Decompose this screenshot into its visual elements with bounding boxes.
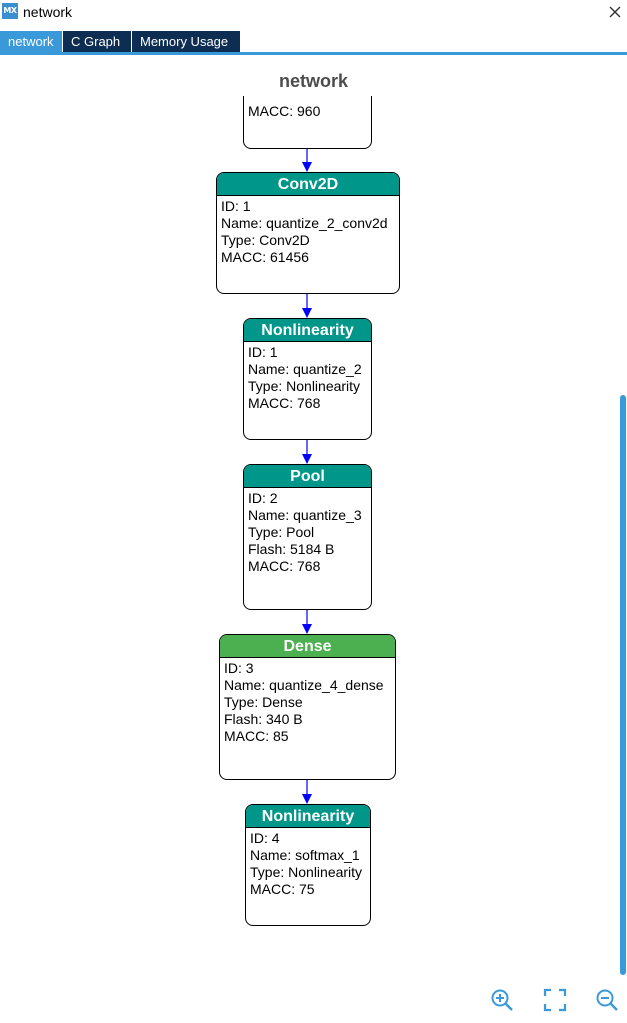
graph-title: network (278, 71, 348, 91)
graph-node-nonlinearity-2[interactable]: Nonlinearity ID: 4 Name: softmax_1 Type:… (245, 804, 371, 926)
node-name: Name: quantize_3 (248, 507, 362, 523)
node-header: Nonlinearity (244, 319, 371, 342)
vertical-scrollbar-thumb[interactable] (620, 395, 626, 975)
graph-node-dense[interactable]: Dense ID: 3 Name: quantize_4_dense Type:… (219, 634, 396, 780)
node-id: ID: 2 (248, 490, 278, 506)
node-details: ID: 2 Name: quantize_3 Type: Pool Flash:… (244, 488, 371, 577)
tab-bar: network C Graph Memory Usage (0, 31, 627, 53)
tab-c-graph[interactable]: C Graph (63, 31, 131, 52)
node-id: ID: 4 (250, 830, 280, 846)
node-name: Name: softmax_1 (250, 847, 360, 863)
node-header: Dense (220, 635, 395, 658)
node-header: Conv2D (217, 173, 399, 196)
node-id: ID: 1 (248, 344, 278, 360)
window-title: network (23, 4, 73, 20)
graph-edges (302, 148, 312, 804)
node-type: Type: Conv2D (221, 232, 310, 248)
node-flash: Flash: 340 B (224, 711, 303, 727)
node-header: Nonlinearity (246, 805, 370, 828)
node-header: Pool (244, 465, 371, 488)
app-logo-icon: MX (2, 3, 18, 19)
tab-underline (0, 52, 627, 55)
node-flash: Flash: 5184 B (248, 541, 335, 557)
fit-to-screen-icon (543, 988, 567, 1012)
close-icon (609, 6, 621, 18)
tab-network[interactable]: network (0, 31, 62, 52)
zoom-in-button[interactable] (490, 988, 514, 1012)
fit-to-screen-button[interactable] (543, 988, 567, 1012)
zoom-out-button[interactable] (595, 988, 619, 1012)
tab-memory-usage[interactable]: Memory Usage (132, 31, 240, 52)
node-type: Type: Dense (224, 694, 303, 710)
node-id: ID: 1 (221, 198, 251, 214)
node-name: Name: quantize_2_conv2d (221, 215, 388, 231)
node-macc: MACC: 75 (250, 881, 315, 897)
graph-node-conv2d[interactable]: Conv2D ID: 1 Name: quantize_2_conv2d Typ… (216, 172, 400, 294)
node-details: ID: 1 Name: quantize_2_conv2d Type: Conv… (217, 196, 399, 268)
node-id: ID: 3 (224, 660, 254, 676)
zoom-out-icon (596, 989, 618, 1011)
node-macc: MACC: 768 (248, 558, 321, 574)
node-details: ID: 1 Name: quantize_2 Type: Nonlinearit… (244, 342, 371, 414)
node-type: Type: Nonlinearity (248, 378, 361, 394)
close-button[interactable] (604, 0, 626, 24)
node-name: Name: quantize_4_dense (224, 677, 384, 693)
graph-node-nonlinearity-1[interactable]: Nonlinearity ID: 1 Name: quantize_2 Type… (243, 318, 372, 440)
node-macc: MACC: 85 (224, 728, 289, 744)
graph-node-partial[interactable]: MACC: 960 (243, 96, 372, 149)
node-details: ID: 4 Name: softmax_1 Type: Nonlinearity… (246, 828, 370, 900)
node-macc: MACC: 768 (248, 395, 321, 411)
node-macc: MACC: 61456 (221, 249, 309, 265)
node-partial-line: MACC: 960 (248, 103, 321, 119)
node-type: Type: Nonlinearity (250, 864, 363, 880)
node-details: ID: 3 Name: quantize_4_dense Type: Dense… (220, 658, 395, 747)
zoom-in-icon (491, 989, 513, 1011)
node-type: Type: Pool (248, 524, 315, 540)
graph-node-pool[interactable]: Pool ID: 2 Name: quantize_3 Type: Pool F… (243, 464, 372, 610)
title-bar: MX network (0, 0, 627, 28)
graph-viewport[interactable]: MACC: 960 Conv2D ID: 1 Name: quantize_2_… (0, 96, 620, 976)
node-name: Name: quantize_2 (248, 361, 362, 377)
